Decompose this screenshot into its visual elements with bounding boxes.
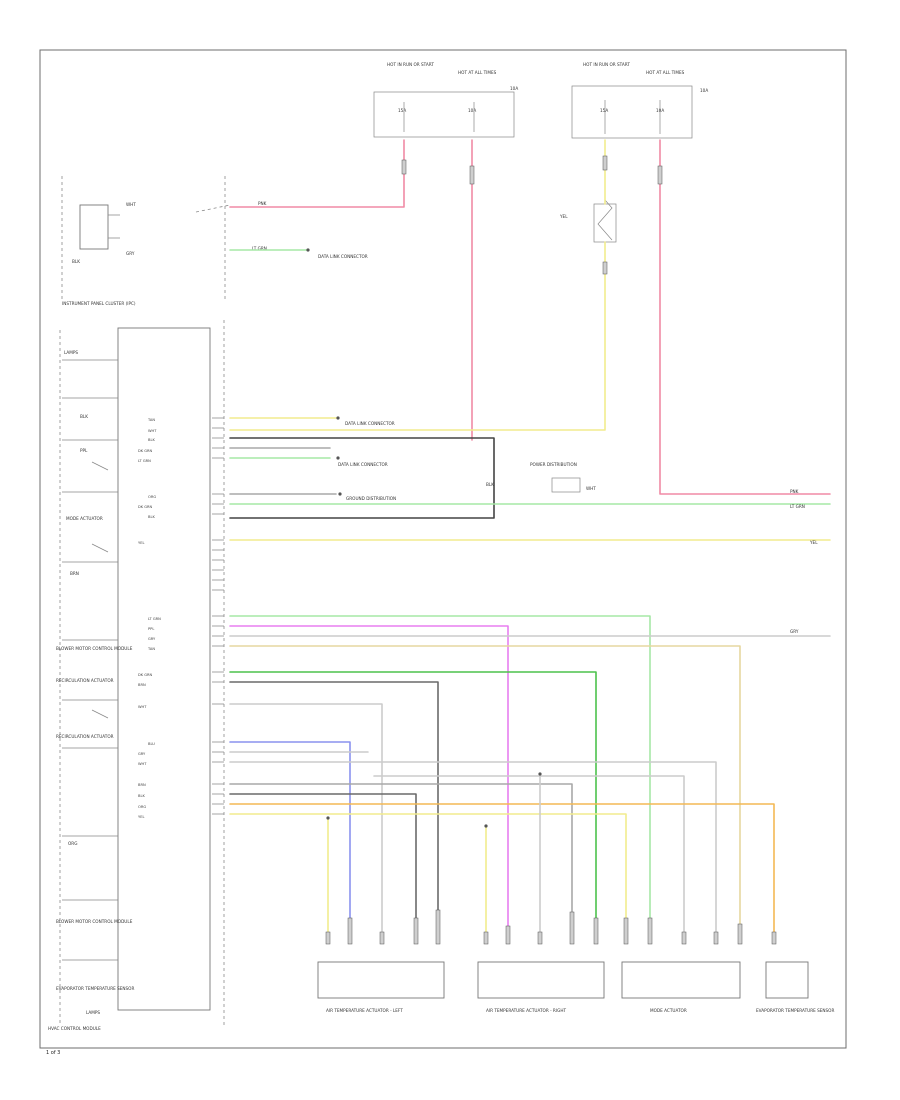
svg-text:AIR TEMPERATURE ACTUATOR - LEF: AIR TEMPERATURE ACTUATOR - LEFT [326, 1008, 403, 1013]
svg-text:DATA LINK CONNECTOR: DATA LINK CONNECTOR [345, 421, 395, 426]
page-reference: 1 of 3 [46, 1050, 60, 1056]
svg-text:10A: 10A [468, 108, 476, 113]
svg-text:DK GRN: DK GRN [138, 673, 153, 677]
svg-text:HOT AT ALL TIMES: HOT AT ALL TIMES [646, 70, 685, 75]
svg-text:BLK: BLK [148, 515, 155, 519]
svg-text:BRN: BRN [138, 683, 146, 687]
svg-text:15A: 15A [600, 108, 608, 113]
relay-block: POWER DISTRIBUTION BLK WHT DATA LINK CON… [306, 248, 818, 828]
fuse-block-left: HOT IN RUN OR START HOT AT ALL TIMES 10A… [373, 62, 518, 138]
svg-text:BLU: BLU [148, 742, 155, 746]
svg-text:DATA LINK CONNECTOR: DATA LINK CONNECTOR [338, 462, 388, 467]
diagram-frame [39, 49, 847, 1049]
svg-text:GROUND DISTRIBUTION: GROUND DISTRIBUTION [346, 496, 396, 501]
svg-text:PPL: PPL [148, 627, 154, 631]
evaporator-sensor: EVAPORATOR TEMPERATURE SENSOR [756, 961, 834, 1013]
svg-text:DATA LINK CONNECTOR: DATA LINK CONNECTOR [318, 254, 368, 259]
svg-text:YEL: YEL [559, 214, 568, 219]
svg-text:RECIRCULATION ACTUATOR: RECIRCULATION ACTUATOR [56, 734, 114, 739]
svg-text:GRY: GRY [790, 629, 799, 634]
svg-text:10A: 10A [700, 88, 708, 93]
actuator-left: AIR TEMPERATURE ACTUATOR - LEFT [317, 961, 445, 1013]
svg-text:ORG: ORG [148, 495, 156, 499]
instrument-panel-cluster: BLK INSTRUMENT PANEL CLUSTER (IPC) WHT G… [61, 176, 368, 306]
svg-text:EVAPORATOR TEMPERATURE SENSOR: EVAPORATOR TEMPERATURE SENSOR [56, 986, 134, 991]
hvac-control-module: LAMPS HVAC CONTROL MODULE LAMPS BLK PPL … [48, 320, 225, 1031]
svg-text:YEL: YEL [809, 540, 818, 545]
svg-text:LT GRN: LT GRN [138, 459, 151, 463]
svg-text:HVAC CONTROL MODULE: HVAC CONTROL MODULE [48, 1026, 101, 1031]
svg-text:BLK: BLK [148, 438, 155, 442]
fuse-block-right: HOT IN RUN OR START HOT AT ALL TIMES 10A… [571, 62, 708, 139]
wires [229, 139, 831, 936]
svg-text:GRY: GRY [138, 752, 146, 756]
svg-text:WHT: WHT [586, 486, 596, 491]
svg-text:LT GRN: LT GRN [790, 504, 805, 509]
svg-text:BLOWER MOTOR CONTROL MODULE: BLOWER MOTOR CONTROL MODULE [56, 646, 133, 651]
svg-text:WHT: WHT [148, 429, 157, 433]
svg-text:ORG: ORG [68, 841, 77, 846]
svg-text:DK GRN: DK GRN [138, 449, 153, 453]
svg-text:PNK: PNK [790, 489, 799, 494]
svg-text:ORG: ORG [138, 805, 146, 809]
svg-text:BLK: BLK [486, 482, 494, 487]
module-connector-pins [212, 417, 224, 815]
svg-text:GRY: GRY [126, 251, 135, 256]
svg-text:YEL: YEL [138, 541, 144, 545]
svg-text:GRY: GRY [148, 637, 156, 641]
svg-text:PNK: PNK [258, 201, 267, 206]
svg-text:POWER DISTRIBUTION: POWER DISTRIBUTION [530, 462, 577, 467]
svg-text:INSTRUMENT PANEL CLUSTER (IPC): INSTRUMENT PANEL CLUSTER (IPC) [62, 301, 136, 306]
actuator-mode: MODE ACTUATOR [621, 961, 741, 1013]
svg-text:WHT: WHT [138, 705, 147, 709]
svg-text:BRN: BRN [70, 571, 79, 576]
svg-text:RECIRCULATION ACTUATOR: RECIRCULATION ACTUATOR [56, 678, 114, 683]
svg-text:TAN: TAN [147, 418, 155, 422]
svg-text:HOT IN RUN OR START: HOT IN RUN OR START [387, 62, 434, 67]
svg-text:MODE ACTUATOR: MODE ACTUATOR [650, 1008, 687, 1013]
ambient-sensor: YEL [559, 199, 617, 243]
svg-text:HOT IN RUN OR START: HOT IN RUN OR START [583, 62, 630, 67]
svg-text:EVAPORATOR TEMPERATURE SENSOR: EVAPORATOR TEMPERATURE SENSOR [756, 1008, 834, 1013]
svg-text:TAN: TAN [147, 647, 155, 651]
svg-text:LAMPS: LAMPS [86, 1010, 100, 1015]
svg-text:BLOWER MOTOR CONTROL MODULE: BLOWER MOTOR CONTROL MODULE [56, 919, 133, 924]
svg-text:HOT AT ALL TIMES: HOT AT ALL TIMES [458, 70, 497, 75]
svg-text:15A: 15A [398, 108, 406, 113]
svg-text:10A: 10A [510, 86, 518, 91]
svg-text:BLK: BLK [138, 794, 145, 798]
svg-text:MODE ACTUATOR: MODE ACTUATOR [66, 516, 103, 521]
svg-text:BLK: BLK [72, 259, 80, 264]
svg-text:PPL: PPL [80, 448, 88, 453]
svg-text:LAMPS: LAMPS [64, 350, 78, 355]
actuator-right: AIR TEMPERATURE ACTUATOR - RIGHT [477, 961, 605, 1013]
svg-text:DK GRN: DK GRN [138, 505, 153, 509]
svg-text:LT GRN: LT GRN [252, 246, 267, 251]
svg-text:WHT: WHT [138, 762, 147, 766]
svg-text:BRN: BRN [138, 783, 146, 787]
svg-text:BLK: BLK [80, 414, 88, 419]
wire-connectors [325, 155, 777, 945]
pin-labels: TAN WHT BLK DK GRN LT GRN ORG DK GRN BLK… [138, 418, 161, 819]
svg-text:AIR TEMPERATURE ACTUATOR - RIG: AIR TEMPERATURE ACTUATOR - RIGHT [486, 1008, 566, 1013]
svg-text:LT GRN: LT GRN [148, 617, 161, 621]
svg-text:WHT: WHT [126, 202, 136, 207]
svg-text:YEL: YEL [138, 815, 144, 819]
